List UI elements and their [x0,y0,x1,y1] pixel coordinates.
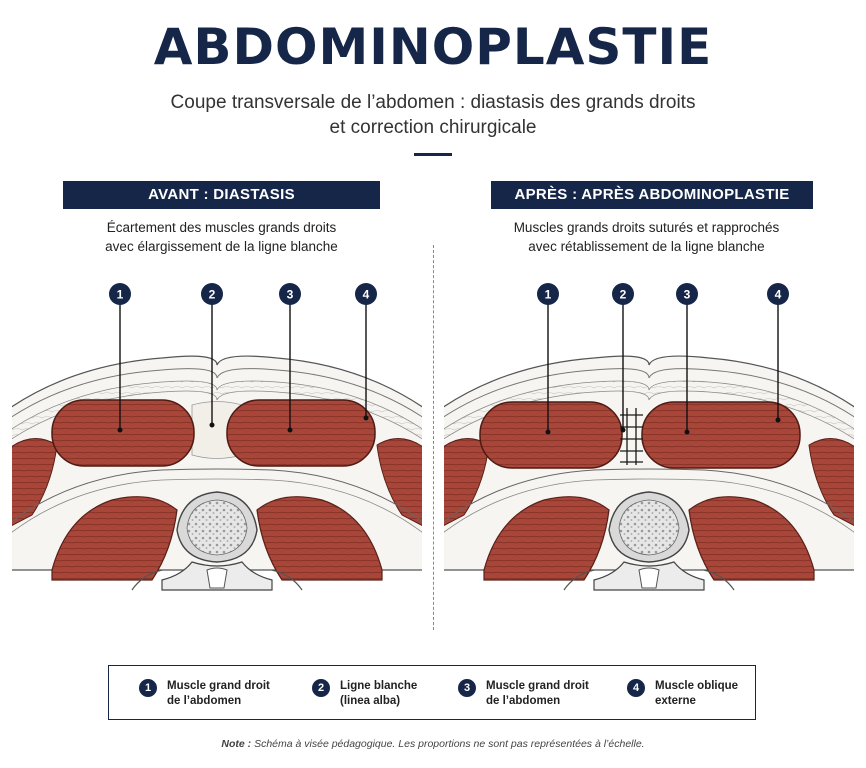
markers-before: 1 2 3 4 [109,283,377,433]
legend-2-line-1: Ligne blanche [340,680,418,692]
title-underline [414,153,452,156]
rectus-muscle-left [51,399,195,467]
legend-number-1: 1 [139,679,157,697]
legend-4-line-1: Muscle oblique [655,680,739,692]
legend-4-line-2: externe [655,695,696,707]
marker-1-after: 1 [537,283,559,305]
svg-text:4: 4 [363,288,370,302]
legend-1-line-1: Muscle grand droit [167,680,270,692]
description-before-line-2: avec élargissement de la ligne blanche [105,239,338,254]
legend-item-3: 3 Muscle grand droit de l’abdomen [458,679,596,709]
legend-number-4: 4 [627,679,645,697]
marker-2-after: 2 [612,283,634,305]
footnote-text: Schéma à visée pédagogique. Les proporti… [251,738,645,750]
footnote-label: Note : [221,738,252,750]
marker-4-before: 4 [355,283,377,305]
legend-item-2: 2 Ligne blanche (linea alba) [312,679,450,709]
legend-1-line-2: de l’abdomen [167,695,242,707]
suture-stitches [620,408,643,465]
legend-label-1: Muscle grand droit de l’abdomen [167,679,277,709]
panel-divider [433,245,434,630]
rectus-muscle-right [226,399,376,467]
rectus-muscle-left-sutured [479,401,623,469]
description-after-line-2: avec rétablissement de la ligne blanche [528,239,765,254]
legend-3-line-2: de l’abdomen [486,695,561,707]
legend-item-4: 4 Muscle oblique externe [627,679,765,709]
description-after-line-1: Muscles grands droits suturés et rapproc… [513,220,780,235]
marker-3-after: 3 [676,283,698,305]
svg-text:3: 3 [287,288,294,302]
description-before-line-1: Écartement des muscles grands droits [106,220,337,235]
subtitle-line-1: Coupe transversale de l’abdomen : diasta… [170,92,696,113]
legend-number-2: 2 [312,679,330,697]
legend-3-line-1: Muscle grand droit [486,680,589,692]
svg-text:2: 2 [209,288,216,302]
marker-2-before: 2 [201,283,223,305]
marker-1-before: 1 [109,283,131,305]
svg-text:2: 2 [620,288,627,302]
rectus-muscle-right-sutured [641,401,801,469]
svg-text:1: 1 [545,288,552,302]
svg-text:3: 3 [684,288,691,302]
illustration-before [12,355,422,591]
panel-description-before: Écartement des muscles grands droits ave… [30,218,413,256]
marker-3-before: 3 [279,283,301,305]
panel-description-after: Muscles grands droits suturés et rapproc… [455,218,838,256]
legend-label-3: Muscle grand droit de l’abdomen [486,679,596,709]
legend-label-4: Muscle oblique externe [655,679,765,709]
subtitle-line-2: et correction chirurgicale [329,117,537,138]
cross-section-illustrations: 1 2 3 4 1 2 3 4 [12,283,854,591]
svg-text:4: 4 [775,288,782,302]
legend-label-2: Ligne blanche (linea alba) [340,679,450,709]
legend-2-line-2: (linea alba) [340,695,401,707]
markers-after: 1 2 3 4 [537,283,789,435]
panel-header-before: AVANT : DIASTASIS [63,181,380,209]
marker-4-after: 4 [767,283,789,305]
illustration-after [444,355,854,591]
panel-header-after: APRÈS : APRÈS ABDOMINOPLASTIE [491,181,813,209]
footnote: Note : Schéma à visée pédagogique. Les p… [0,738,866,750]
svg-text:1: 1 [117,288,124,302]
legend-number-3: 3 [458,679,476,697]
page-title: ABDOMINOPLASTIE [153,18,713,76]
legend-item-1: 1 Muscle grand droit de l’abdomen [139,679,277,709]
page-subtitle: Coupe transversale de l’abdomen : diasta… [0,90,866,140]
legend-box: 1 Muscle grand droit de l’abdomen 2 Lign… [108,665,756,720]
